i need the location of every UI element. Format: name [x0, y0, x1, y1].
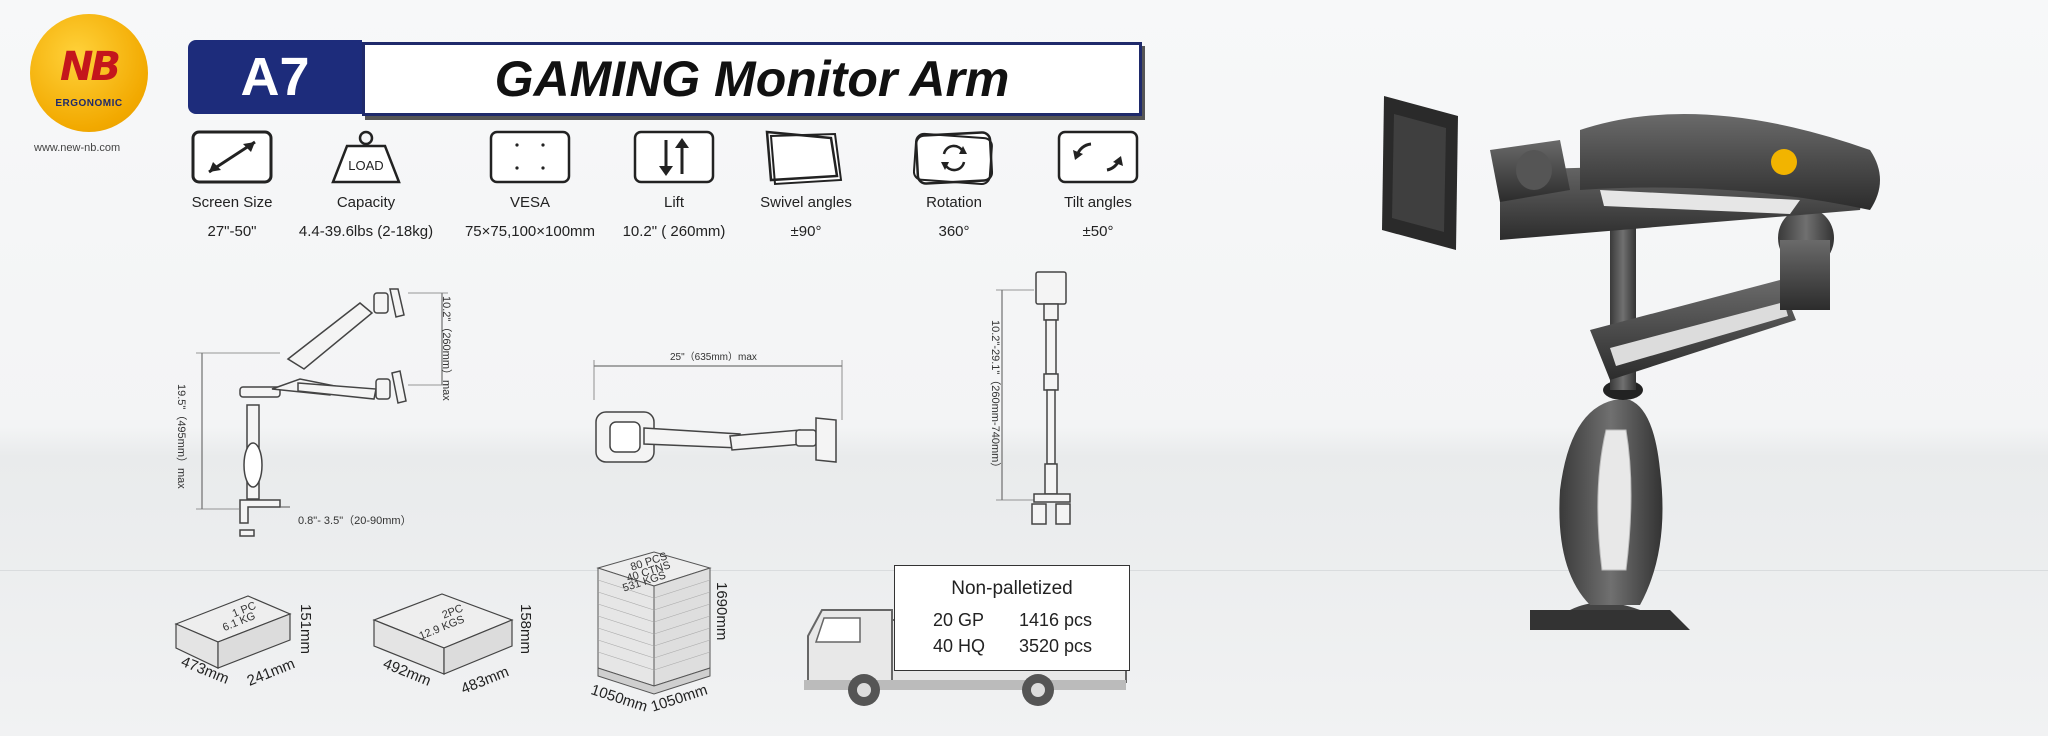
- logo-mark: NB: [60, 44, 121, 90]
- top-view-diagram: [593, 360, 843, 463]
- logo-subtitle: ERGONOMIC: [55, 98, 123, 109]
- spec-label: Lift: [663, 194, 684, 211]
- clamp-range-dim: 0.8"- 3.5"（20-90mm）: [298, 515, 412, 527]
- box1-height: 151mm: [297, 604, 314, 655]
- box-single: [174, 595, 292, 669]
- box-double: [372, 593, 514, 675]
- load-weight-icon: LOAD: [325, 130, 407, 186]
- rotation-icon: [912, 130, 995, 186]
- front-height-dim: 10.2"-29.1"（260mm-740mm）: [989, 320, 1001, 474]
- monitor-arm-product-image: [1382, 96, 1880, 630]
- vesa-icon: [489, 130, 571, 186]
- website-text: www.new-nb.com: [34, 142, 121, 154]
- spec-swivel: Swivel angles ±90°: [736, 130, 876, 240]
- spec-value: ±90°: [790, 223, 822, 240]
- pallet-stack: [596, 551, 712, 695]
- spec-label: Tilt angles: [1064, 194, 1132, 211]
- spec-label: Capacity: [336, 194, 396, 211]
- front-view-diagram: [996, 271, 1071, 525]
- side-total-dim: 19.5"（495mm）max: [175, 384, 187, 489]
- spec-vesa: VESA 75×75,100×100mm: [460, 130, 600, 240]
- spec-label: Screen Size: [191, 194, 273, 211]
- spec-value: 360°: [938, 223, 970, 240]
- spec-rotation: Rotation 360°: [884, 130, 1024, 240]
- container-40hq: 40 HQ: [933, 636, 986, 656]
- spec-value: 4.4-39.6lbs (2-18kg): [298, 223, 434, 240]
- brand-logo: NB ERGONOMIC: [30, 14, 148, 132]
- top-reach-dim: 25"（635mm）max: [670, 352, 757, 363]
- qty-20gp: 1416 pcs: [1019, 610, 1093, 630]
- shipping-info-box: Non-palletized 20 GP 1416 pcs 40 HQ 3520…: [894, 565, 1130, 671]
- pallet-height: 1690mm: [713, 582, 730, 641]
- box2-height: 158mm: [517, 604, 534, 655]
- spec-label: Swivel angles: [760, 194, 852, 211]
- load-icon-text: LOAD: [348, 158, 384, 173]
- qty-40hq: 3520 pcs: [1019, 636, 1093, 656]
- product-title: GAMING Monitor Arm: [494, 51, 1010, 107]
- swivel-icon: [765, 130, 847, 186]
- spec-label: VESA: [509, 194, 551, 211]
- model-label: A7: [188, 40, 362, 114]
- spec-value: ±50°: [1082, 223, 1114, 240]
- spec-capacity: LOAD Capacity 4.4-39.6lbs (2-18kg): [296, 130, 436, 240]
- spec-value: 27"-50": [207, 223, 257, 240]
- spec-value: 75×75,100×100mm: [464, 223, 596, 240]
- title-box: GAMING Monitor Arm: [362, 42, 1142, 116]
- screen-size-icon: [191, 130, 273, 186]
- lift-icon: [633, 130, 715, 186]
- spec-tilt: Tilt angles ±50°: [1028, 130, 1168, 240]
- container-20gp: 20 GP: [933, 610, 985, 630]
- spec-screen-size: Screen Size 27"-50": [162, 130, 302, 240]
- shipping-title: Non-palletized: [951, 578, 1073, 599]
- side-view-diagram: [196, 288, 448, 537]
- tilt-icon: [1057, 130, 1139, 186]
- spec-lift: Lift 10.2" ( 260mm): [604, 130, 744, 240]
- spec-label: Rotation: [926, 194, 982, 211]
- spec-value: 10.2" ( 260mm): [622, 223, 726, 240]
- side-height-dim: 10.2"（260mm）max: [440, 296, 452, 401]
